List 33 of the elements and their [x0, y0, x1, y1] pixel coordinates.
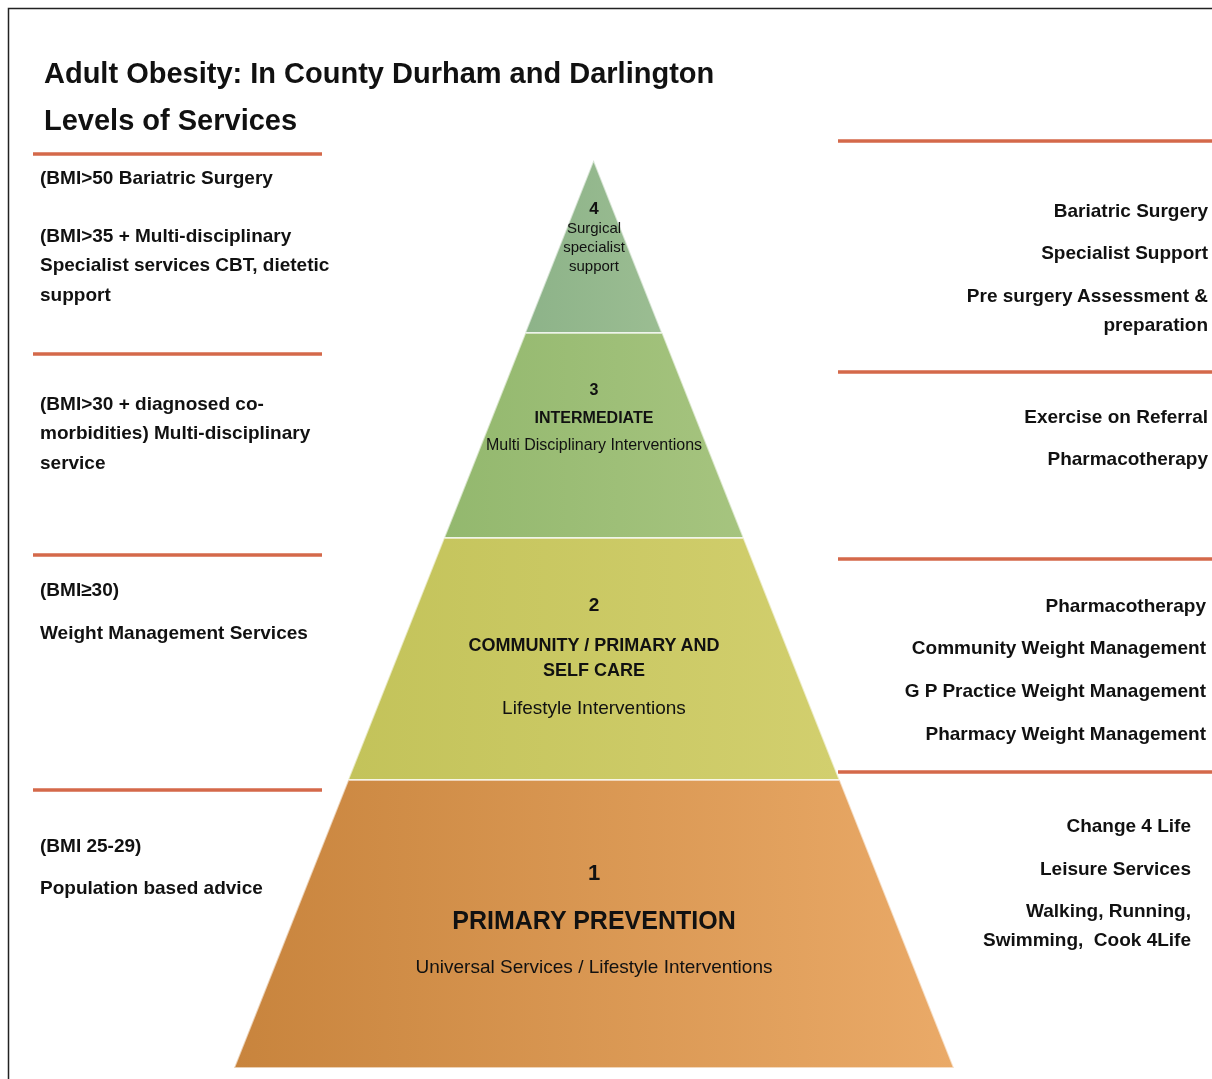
criteria-text: (BMI>35 + Multi-disciplinary Specialist services CBT, dietetic support	[40, 224, 330, 307]
service-text: Pharmacotherapy	[1044, 594, 1206, 618]
pyramid-tier	[525, 160, 663, 333]
tier-number: 2	[588, 593, 600, 617]
diagram-title: Adult Obesity: In County Durham and Darlington Levels of Services	[44, 56, 716, 138]
service-text: Pharmacy Weight Management	[924, 722, 1206, 746]
tier-description: Multi Disciplinary Interventions	[485, 435, 703, 456]
service-text: Pre surgery Assessment & preparation	[965, 284, 1208, 338]
tier-number: 3	[589, 380, 599, 400]
criteria-text: Population based advice	[40, 876, 264, 900]
tier-description: Universal Services / Lifestyle Interventions	[415, 954, 773, 979]
service-text: Walking, Running, Swimming, Cook 4Life	[982, 899, 1191, 953]
service-text: Bariatric Surgery	[1052, 199, 1208, 223]
tier-number: 1	[587, 859, 601, 887]
criteria-text: (BMI>50 Bariatric Surgery	[40, 166, 274, 190]
criteria-text: (BMI≥30)	[40, 578, 121, 602]
service-text: Leisure Services	[1038, 857, 1191, 881]
service-text: Exercise on Referral	[1023, 405, 1208, 429]
tier-heading: INTERMEDIATE	[534, 407, 654, 428]
criteria-text: (BMI>30 + diagnosed co-morbidities) Multi-disciplinary service	[40, 392, 312, 475]
pyramid-tier	[348, 538, 840, 780]
service-text: Change 4 Life	[1065, 814, 1191, 838]
tier-number: 4	[589, 198, 599, 220]
tier-description: Surgical specialist support	[562, 219, 626, 276]
service-text: Specialist Support	[1040, 241, 1208, 265]
service-text: G P Practice Weight Management	[903, 679, 1206, 703]
tier-description: Lifestyle Interventions	[502, 695, 686, 720]
tier-heading: COMMUNITY / PRIMARY AND SELF CARE	[467, 633, 721, 682]
service-text: Pharmacotherapy	[1046, 447, 1208, 471]
criteria-text: (BMI 25-29)	[40, 834, 143, 858]
tier-heading: PRIMARY PREVENTION	[452, 904, 736, 936]
service-text: Community Weight Management	[910, 636, 1206, 660]
criteria-text: Weight Management Services	[40, 621, 309, 645]
